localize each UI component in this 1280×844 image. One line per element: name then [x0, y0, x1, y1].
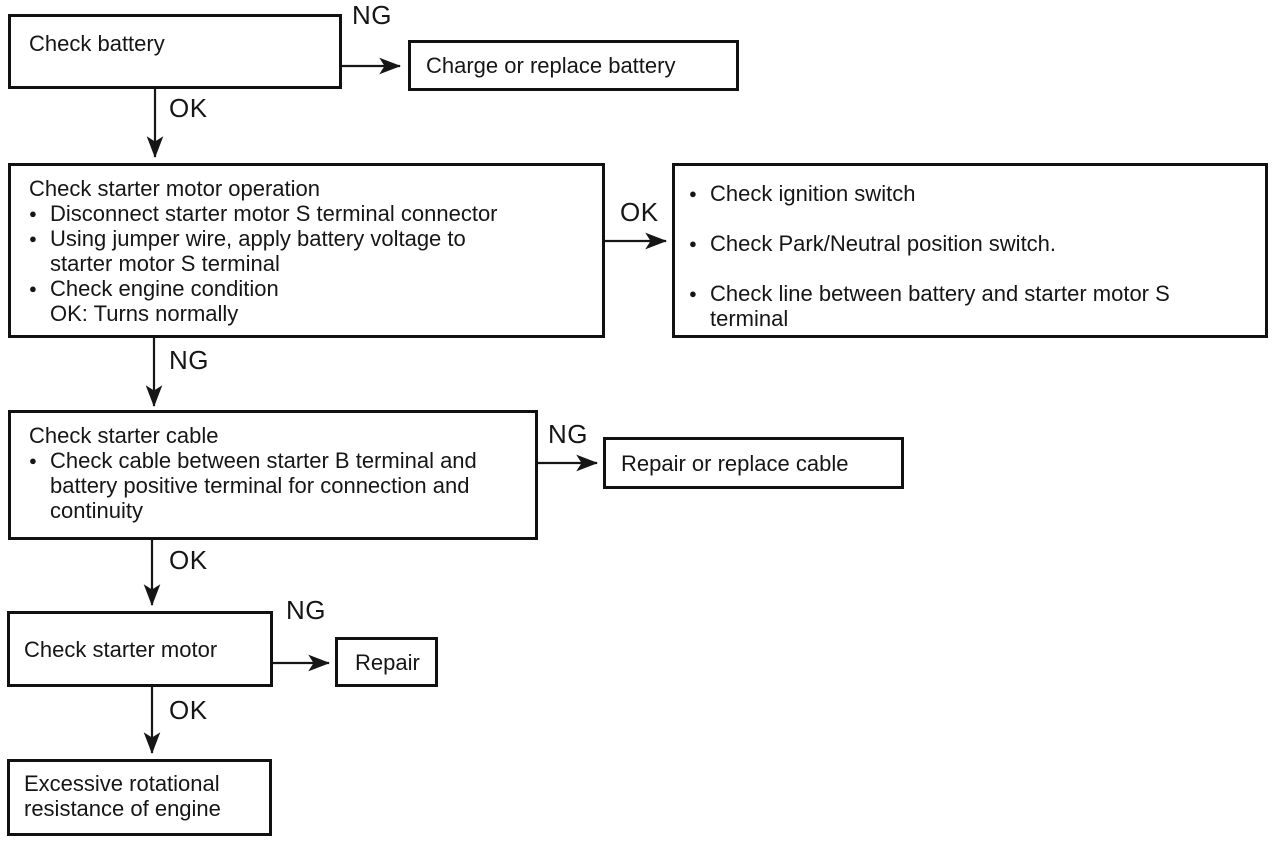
- bullet-icon: ●: [689, 286, 697, 301]
- box-line: Check battery: [29, 31, 165, 56]
- flow-box-check-starter-cable: Check starter cable ● Check cable betwee…: [8, 410, 538, 540]
- edge-label-cable-ok: OK: [169, 545, 208, 575]
- box-line: ● Disconnect starter motor S terminal co…: [29, 201, 592, 226]
- box-line: starter motor S terminal: [50, 251, 280, 276]
- box-line: battery positive terminal for connection…: [50, 473, 470, 498]
- box-line: Repair: [355, 649, 420, 675]
- box-line-text: Check ignition switch: [710, 181, 916, 206]
- edge-label-operation-ok: OK: [620, 197, 659, 227]
- box-line: ● Check line between battery and starter…: [689, 281, 1255, 306]
- box-line-text: Check engine condition: [50, 276, 279, 301]
- box-line: ● Check engine condition: [29, 276, 592, 301]
- box-line: terminal: [710, 306, 789, 331]
- bullet-icon: ●: [29, 281, 37, 296]
- flow-box-charge-or-replace-battery: Charge or replace battery: [408, 40, 739, 91]
- bullet-icon: ●: [29, 206, 37, 221]
- box-line: continuity: [50, 498, 143, 523]
- bullet-icon: ●: [29, 231, 37, 246]
- box-line: Charge or replace battery: [426, 53, 676, 78]
- box-line: Check starter motor operation: [29, 176, 321, 201]
- box-line: ● Check ignition switch: [689, 181, 1255, 206]
- box-line-text: Check cable between starter B terminal a…: [50, 448, 477, 473]
- edge-label-battery-ng: NG: [352, 0, 392, 30]
- flow-box-excessive-rotational-resistance: Excessive rotational resistance of engin…: [7, 759, 272, 836]
- edge-label-operation-ng: NG: [169, 345, 209, 375]
- box-line-text: Check line between battery and starter m…: [710, 281, 1170, 306]
- flow-box-check-starter-motor-operation: Check starter motor operation ● Disconne…: [8, 163, 605, 338]
- flow-box-check-starter-motor: Check starter motor: [7, 611, 273, 687]
- flow-box-ok-branch-checks: ● Check ignition switch ● Check Park/Neu…: [672, 163, 1268, 338]
- box-line: Repair or replace cable: [621, 450, 849, 476]
- edge-label-motor-ok: OK: [169, 695, 208, 725]
- box-line: resistance of engine: [24, 796, 221, 821]
- flow-box-repair: Repair: [335, 637, 438, 687]
- flow-box-repair-or-replace-cable: Repair or replace cable: [603, 437, 904, 489]
- box-line-text: Using jumper wire, apply battery voltage…: [50, 226, 466, 251]
- edge-label-battery-ok: OK: [169, 93, 208, 123]
- box-line: ● Check cable between starter B terminal…: [29, 448, 525, 473]
- box-line: Check starter motor: [24, 636, 218, 662]
- bullet-icon: ●: [689, 186, 697, 201]
- bullet-icon: ●: [689, 236, 697, 251]
- box-line-text: Disconnect starter motor S terminal conn…: [50, 201, 498, 226]
- box-line: OK: Turns normally: [50, 301, 239, 326]
- box-line: Check starter cable: [29, 423, 219, 448]
- flow-box-check-battery: Check battery: [8, 14, 342, 89]
- box-line-text: Check Park/Neutral position switch.: [710, 231, 1057, 256]
- edge-label-cable-ng: NG: [548, 419, 588, 449]
- box-line: ● Using jumper wire, apply battery volta…: [29, 226, 592, 251]
- box-line: ● Check Park/Neutral position switch.: [689, 231, 1255, 256]
- bullet-icon: ●: [29, 453, 37, 468]
- box-line: Excessive rotational: [24, 771, 220, 796]
- edge-label-motor-ng: NG: [286, 595, 326, 625]
